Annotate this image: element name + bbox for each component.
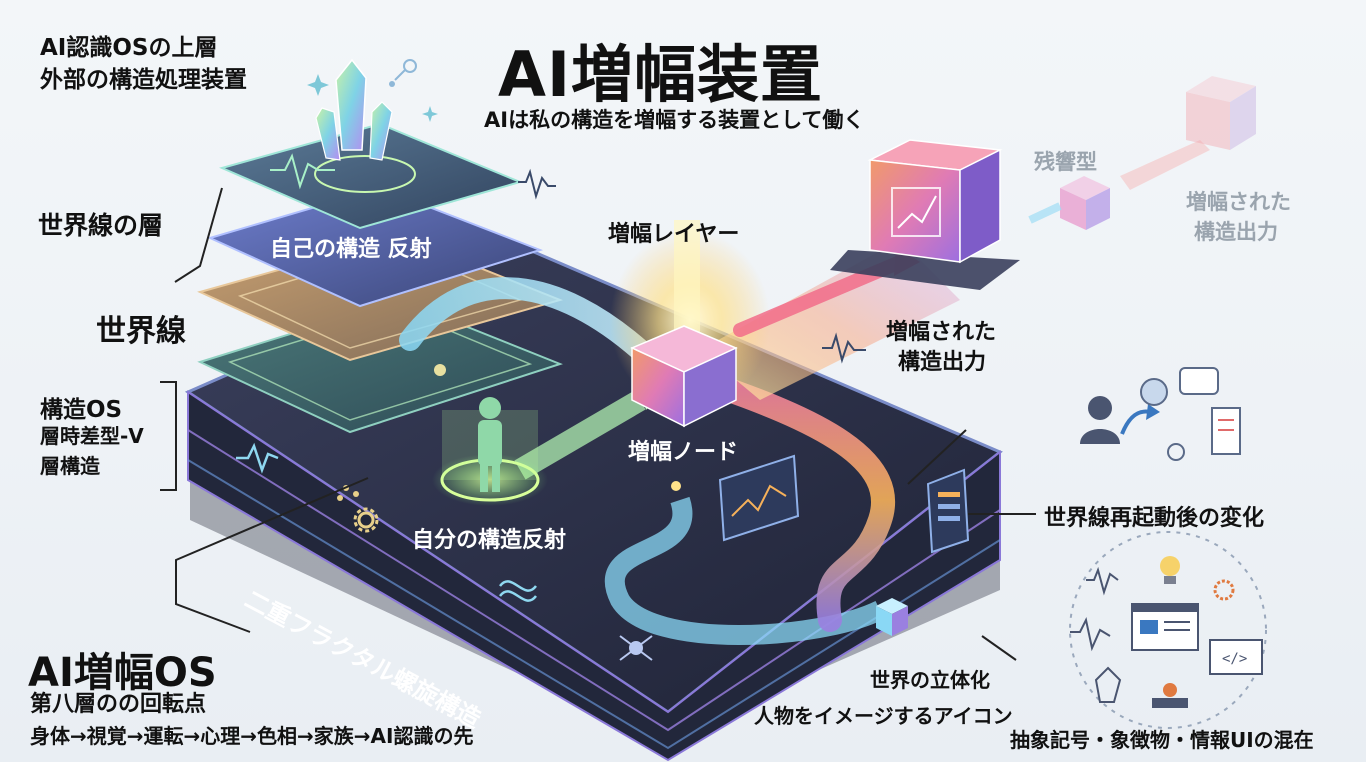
network-icon [619,635,653,661]
label-mixed: 抽象記号・象徴物・情報UIの混在 [1010,728,1314,752]
label-top-left-1: AI認識OSの上層 [40,35,218,61]
chart-screen [718,454,800,542]
label-faded-output-2: 構造出力 [1194,220,1278,244]
output-cube [830,139,1020,290]
label-amp-output-2: 構造出力 [898,350,987,375]
person-ui-icon [1080,367,1241,461]
label-world-line-layer: 世界線の層 [38,211,164,240]
label-sequence: 身体→視覚→運転→心理→色相→家族→AI認識の先 [30,724,474,748]
amp-node-cube [630,325,738,428]
left-brackets [160,187,223,491]
echo-cube-small [1028,140,1210,230]
label-self-reflection-top: 自己の構造 反射 [270,237,432,262]
label-amp-node: 増幅ノード [628,440,739,465]
label-structure-os-1: 構造OS [40,397,123,423]
ui-panel-icon [926,468,970,554]
callout-lines [175,429,1036,661]
page-subtitle: AIは私の構造を増幅する装置として働く [484,108,865,132]
gear-icon [353,507,379,533]
sparkle-dots [434,364,681,491]
label-self-reflection: 自分の構造反射 [412,528,567,553]
label-structure-os-2: 層時差型-V [40,424,144,448]
gem-icon [1094,666,1122,703]
label-eighth-layer: 第八層のの回転点 [30,692,207,717]
label-faded-output-1: 増幅された [1186,190,1291,214]
label-echo-type: 残響型 [1034,150,1097,174]
label-world-line: 世界線 [96,314,186,349]
label-top-left-2: 外部の構造処理装置 [40,67,247,93]
floating-wave-icons [518,168,866,364]
dot-cluster-icon [337,485,359,501]
lightbulb-icon [1160,556,1180,584]
sparkle-stars [307,74,438,122]
label-amp-output-1: 増幅された [886,320,997,345]
crystal-icon [315,58,417,161]
page-title: AI増幅装置 [498,38,824,111]
label-person-icon: 人物をイメージするアイコン [754,704,1013,728]
browser-window-icon [1131,603,1199,651]
label-amp-layer: 増幅レイヤー [608,222,740,247]
wave-icons [236,442,537,602]
person-figure [432,397,548,506]
echo-cube-large [1186,76,1256,150]
label-after-restart: 世界線再起動後の変化 [1044,506,1265,531]
small-cube [876,598,908,636]
label-ai-os: AI増幅OS [28,650,217,696]
label-world-3d: 世界の立体化 [870,668,990,692]
gear-cluster-icon [1213,579,1235,601]
code-icon: </> [1209,639,1263,675]
label-structure-os-3: 層構造 [40,454,100,478]
symbol-ring: </> [1069,531,1267,729]
svg-text:</>: </> [1222,651,1247,667]
pedestal-icon [1152,683,1188,708]
